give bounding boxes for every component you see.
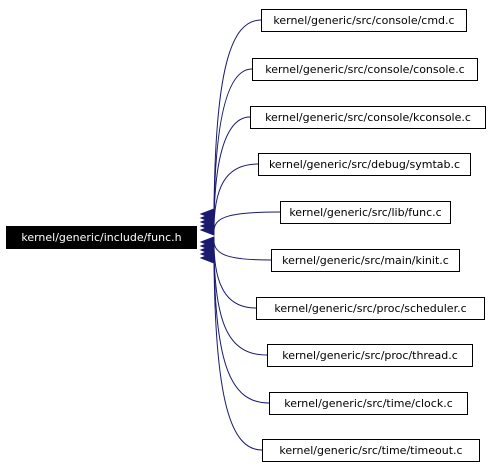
node-label: kernel/generic/src/debug/symtab.c bbox=[268, 158, 461, 171]
dependency-edge bbox=[213, 257, 263, 451]
node-label: kernel/generic/src/proc/scheduler.c bbox=[274, 302, 467, 315]
dependency-edge bbox=[213, 253, 270, 404]
node-kinit-c[interactable]: kernel/generic/src/main/kinit.c bbox=[271, 249, 460, 272]
node-scheduler-c[interactable]: kernel/generic/src/proc/scheduler.c bbox=[256, 297, 485, 320]
node-clock-c[interactable]: kernel/generic/src/time/clock.c bbox=[269, 392, 468, 415]
node-label: kernel/generic/src/proc/thread.c bbox=[282, 349, 458, 362]
node-symtab-c[interactable]: kernel/generic/src/debug/symtab.c bbox=[258, 153, 471, 176]
root-node-func-h: kernel/generic/include/func.h bbox=[6, 226, 197, 249]
node-kconsole-c[interactable]: kernel/generic/src/console/kconsole.c bbox=[250, 106, 486, 129]
node-cmd-c[interactable]: kernel/generic/src/console/cmd.c bbox=[261, 9, 467, 32]
dependency-edge bbox=[213, 241, 272, 261]
dependency-edge bbox=[213, 245, 257, 309]
node-thread-c[interactable]: kernel/generic/src/proc/thread.c bbox=[267, 344, 473, 367]
dependency-edge bbox=[213, 249, 268, 356]
dependency-edges bbox=[199, 19, 281, 451]
dependency-edge bbox=[213, 163, 259, 227]
dependency-edge bbox=[213, 211, 281, 231]
node-label: kernel/generic/src/time/timeout.c bbox=[279, 444, 463, 457]
node-label: kernel/generic/src/console/console.c bbox=[265, 63, 465, 76]
node-lib-func-c[interactable]: kernel/generic/src/lib/func.c bbox=[280, 201, 451, 224]
node-label: kernel/generic/src/time/clock.c bbox=[284, 397, 453, 410]
node-label: kernel/generic/src/console/cmd.c bbox=[273, 14, 455, 27]
node-console-c[interactable]: kernel/generic/src/console/console.c bbox=[252, 58, 478, 81]
node-label: kernel/generic/src/console/kconsole.c bbox=[265, 111, 471, 124]
node-label: kernel/generic/src/lib/func.c bbox=[289, 206, 442, 219]
dependency-edge bbox=[213, 116, 251, 223]
node-timeout-c[interactable]: kernel/generic/src/time/timeout.c bbox=[262, 439, 480, 462]
dependency-edge bbox=[213, 19, 262, 215]
node-label: kernel/generic/src/main/kinit.c bbox=[282, 254, 449, 267]
root-node-label: kernel/generic/include/func.h bbox=[21, 231, 182, 244]
dependency-edge bbox=[213, 68, 253, 219]
arrowhead bbox=[199, 224, 215, 236]
arrowhead bbox=[199, 252, 215, 264]
